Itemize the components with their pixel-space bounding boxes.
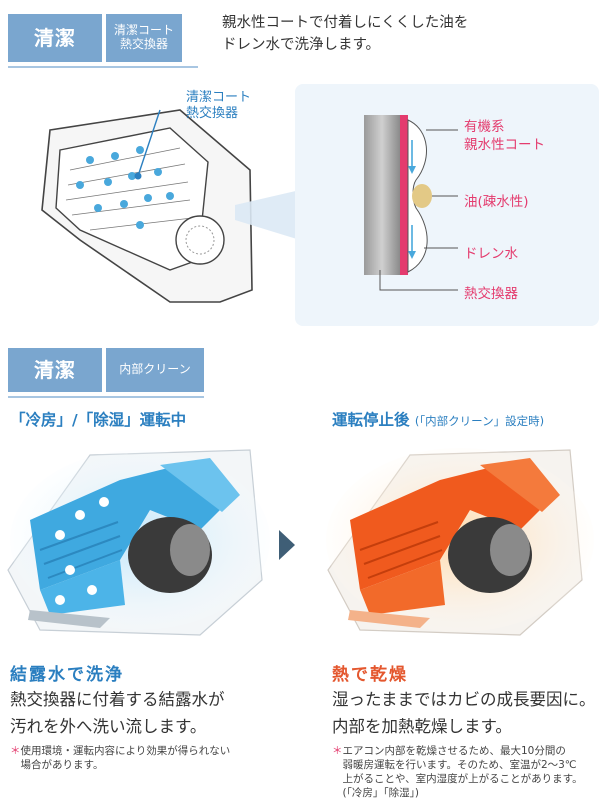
- tag-internal-clean-label: 内部クリーン: [119, 362, 191, 377]
- drying-note: ＊ エアコン内部を乾燥させるため、最大10分間の 弱暖房運転を行います。そのため…: [332, 744, 600, 800]
- cooling-illustration: [7, 449, 270, 636]
- tag-clean-label: 清潔: [34, 25, 76, 50]
- tag-coated-line2: 熱交換器: [119, 37, 168, 51]
- top-divider: [8, 66, 198, 68]
- tag-clean-mid: 清潔: [8, 348, 102, 392]
- coating-callout-panel: [295, 84, 599, 326]
- cooling-body: 熱交換器に付着する結露水が 汚れを外へ洗い流します。: [10, 690, 225, 736]
- tag-internal-clean: 内部クリーン: [106, 348, 204, 392]
- coating-cross-section: [364, 115, 458, 291]
- sequence-arrow-icon: [279, 530, 295, 560]
- drying-body: 湿ったままではカビの成長要因に。 内部を加熱乾燥します。: [332, 690, 596, 736]
- tag-clean-mid-label: 清潔: [34, 357, 76, 382]
- mid-divider: [8, 396, 204, 398]
- tag-coated-exchanger: 清潔コート 熱交換器: [106, 14, 182, 62]
- oil-label: 油(疎水性): [464, 194, 529, 210]
- drying-note-text: エアコン内部を乾燥させるため、最大10分間の 弱暖房運転を行います。そのため、室…: [342, 745, 583, 799]
- tag-coated-line1: 清潔コート: [113, 23, 174, 38]
- cooling-note-text: 使用環境・運転内容により効果が得られない 場合があります。: [20, 745, 231, 771]
- after-stop-heading-main: 運転停止後: [332, 411, 410, 429]
- coated-exchanger-label: 清潔コート 熱交換器: [186, 90, 252, 121]
- ac-unit-schematic: [41, 109, 300, 303]
- cooling-note: ＊ 使用環境・運転内容により効果が得られない 場合があります。: [10, 744, 290, 772]
- cooling-heading: 「冷房」/「除湿」運転中: [10, 411, 187, 429]
- top-description: 親水性コートで付着しにくくした油を ドレン水で洗浄します。: [222, 15, 469, 53]
- drying-illustration: [326, 448, 594, 636]
- drain-water-label: ドレン水: [464, 246, 518, 262]
- after-stop-heading-sub: (「内部クリーン」設定時): [414, 414, 545, 428]
- drying-note-mark: ＊: [332, 745, 343, 757]
- after-stop-heading: 運転停止後 (「内部クリーン」設定時): [332, 408, 600, 430]
- drying-title: 熱で乾燥: [332, 665, 408, 685]
- cooling-title: 結露水で洗浄: [10, 665, 124, 685]
- tag-clean-top: 清潔: [8, 14, 102, 62]
- heat-exchanger-label: 熱交換器: [464, 286, 518, 302]
- hydrophilic-coat-label: 有機系 親水性コート: [464, 119, 545, 153]
- cooling-note-mark: ＊: [10, 745, 21, 757]
